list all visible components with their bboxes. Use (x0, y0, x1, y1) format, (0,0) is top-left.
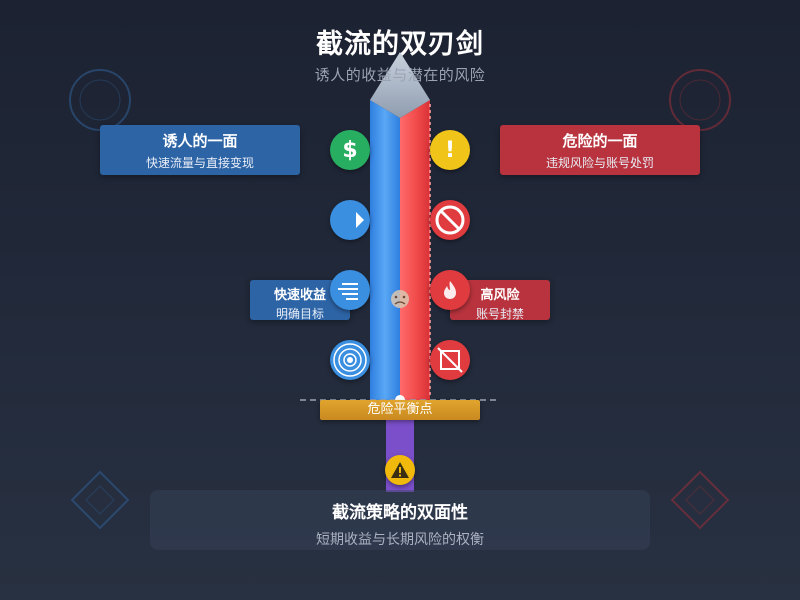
fire-icon (430, 270, 470, 310)
dollar-icon: $ (330, 130, 370, 170)
sword-tip (370, 52, 430, 118)
play-icon (330, 200, 370, 240)
warning-icon (385, 455, 415, 485)
page-subtitle: 诱人的收益与潜在的风险 (314, 66, 486, 84)
right-panel-title: 危险的一面 (562, 132, 638, 150)
worried-face-icon (391, 290, 409, 308)
left-panel-title: 诱人的一面 (162, 132, 238, 150)
right-label-subtitle: 账号封禁 (475, 307, 524, 321)
left-label-title: 快速收益 (273, 288, 326, 303)
left-label-subtitle: 明确目标 (275, 307, 324, 321)
blocked-square-icon (430, 340, 470, 380)
right-panel-card: 危险的一面 违规风险与账号处罚 (500, 125, 700, 175)
target-icon (330, 340, 370, 380)
balance-label: 危险平衡点 (320, 400, 480, 420)
footer-title: 截流策略的双面性 (332, 503, 468, 523)
footer-subtitle: 短期收益与长期风险的权衡 (316, 532, 484, 548)
left-panel-card: 诱人的一面 快速流量与直接变现 (100, 125, 300, 175)
exclamation-icon: ! (430, 130, 470, 170)
footer-box: 截流策略的双面性 短期收益与长期风险的权衡 (150, 490, 650, 550)
right-label-title: 高风险 (480, 288, 520, 303)
speed-lines-icon (330, 270, 370, 310)
decor-diamond-right (670, 470, 730, 530)
prohibited-icon (430, 200, 470, 240)
sword-blade-blue (370, 100, 400, 400)
right-panel-subtitle: 违规风险与账号处罚 (545, 156, 654, 170)
sword-blade-red (400, 100, 430, 400)
decor-ring-right (669, 69, 731, 131)
decor-diamond-left (70, 470, 130, 530)
left-panel-subtitle: 快速流量与直接变现 (145, 156, 254, 170)
